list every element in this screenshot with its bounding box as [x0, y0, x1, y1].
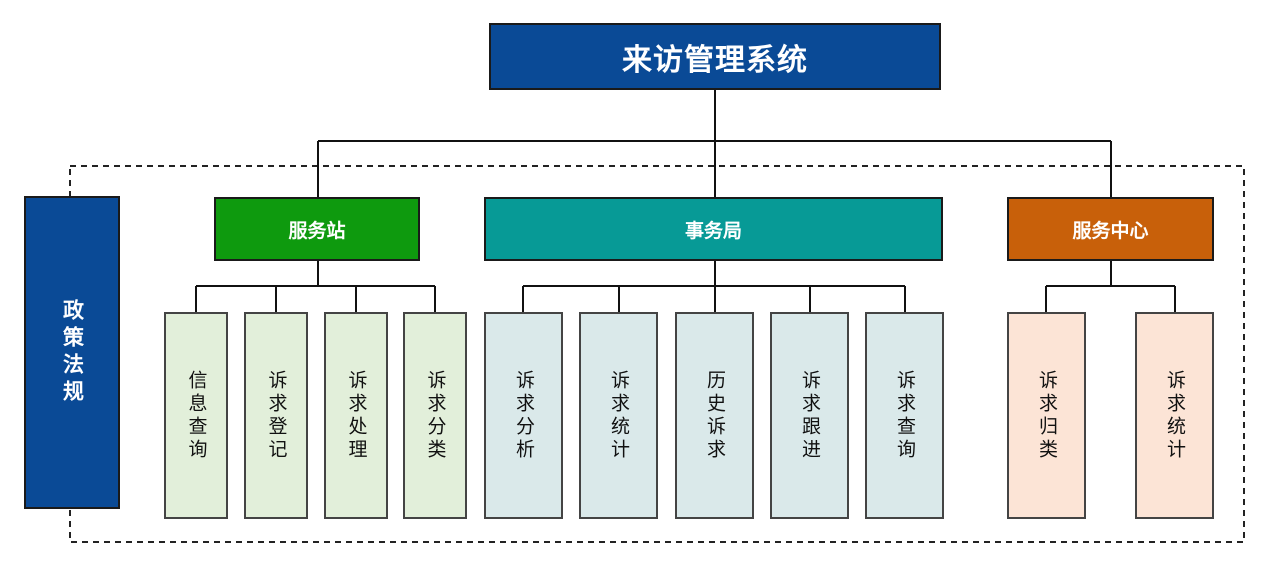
- group-title: 服务中心: [1072, 219, 1149, 242]
- leaf-node: 诉求统计: [1135, 312, 1214, 519]
- root-node: 来访管理系统: [489, 23, 941, 90]
- leaf-node: 诉求分类: [403, 312, 467, 519]
- leaf-label: 历史诉求: [704, 369, 726, 462]
- leaf-node: 历史诉求: [675, 312, 754, 519]
- leaf-node: 诉求归类: [1007, 312, 1086, 519]
- root-title: 来访管理系统: [622, 42, 808, 78]
- root-connectors: [317, 90, 1112, 197]
- leaf-label: 诉求统计: [1164, 369, 1186, 462]
- group-title: 事务局: [684, 219, 742, 242]
- leaf-node: 诉求登记: [244, 312, 308, 519]
- leaf-label: 诉求查询: [894, 369, 916, 462]
- group2-connectors: [522, 261, 906, 312]
- group-title: 服务站: [288, 219, 346, 242]
- leaf-label: 诉求分析: [513, 369, 535, 462]
- dashed-boundary: [69, 165, 1245, 543]
- leaf-node: 信息查询: [164, 312, 228, 519]
- leaf-node: 诉求跟进: [770, 312, 849, 519]
- group3-connectors: [1045, 261, 1176, 312]
- leaf-label: 诉求分类: [424, 369, 447, 462]
- side-node-policy: 政策法规: [24, 196, 120, 509]
- group-node-service-center: 服务中心: [1007, 197, 1214, 261]
- leaf-label: 诉求处理: [345, 369, 368, 462]
- leaf-label: 诉求归类: [1036, 369, 1058, 462]
- side-label: 政策法规: [60, 298, 85, 407]
- group-node-service-station: 服务站: [214, 197, 420, 261]
- group-node-affairs-bureau: 事务局: [484, 197, 943, 261]
- leaf-node: 诉求统计: [579, 312, 658, 519]
- leaf-node: 诉求查询: [865, 312, 944, 519]
- leaf-node: 诉求处理: [324, 312, 388, 519]
- leaf-label: 诉求跟进: [799, 369, 821, 462]
- group1-connectors: [195, 261, 436, 312]
- leaf-label: 诉求统计: [608, 369, 630, 462]
- leaf-label: 诉求登记: [265, 369, 288, 462]
- leaf-label: 信息查询: [185, 369, 208, 462]
- leaf-node: 诉求分析: [484, 312, 563, 519]
